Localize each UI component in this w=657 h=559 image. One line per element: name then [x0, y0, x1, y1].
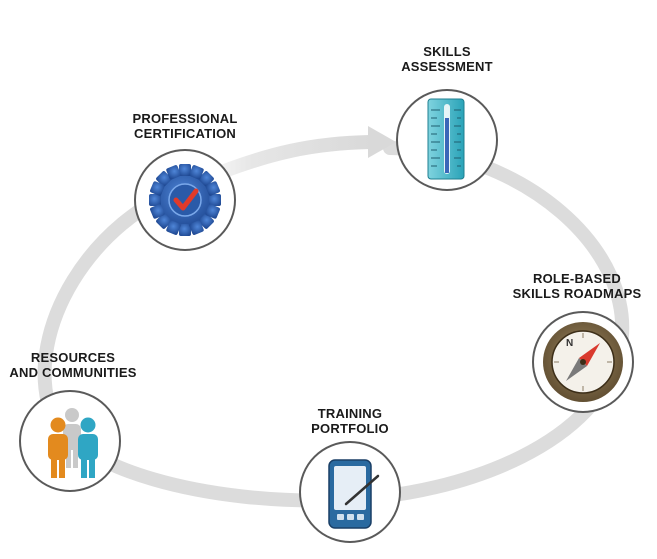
svg-text:N: N [566, 338, 573, 349]
skills-assessment-label: SKILLS ASSESSMENT [387, 44, 507, 74]
checkmark-icon [173, 188, 199, 211]
training-portfolio-label: TRAINING PORTFOLIO [290, 406, 410, 436]
resources-and-communities-label-line-1: RESOURCES [30, 350, 116, 365]
role-based-skills-roadmaps-label: ROLE-BASED SKILLS ROADMAPS [502, 271, 652, 301]
resources-and-communities-node[interactable] [19, 390, 121, 492]
skills-assessment-label-line-1: SKILLS [423, 44, 471, 59]
resources-and-communities-label-line-2: AND COMMUNITIES [9, 365, 137, 380]
gear-checkmark-icon [149, 164, 221, 236]
people-group-icon [48, 408, 98, 478]
role-based-skills-roadmaps-node[interactable]: N [532, 311, 634, 413]
professional-certification-label-line-1: PROFESSIONAL [132, 111, 238, 126]
pda-device-icon [328, 459, 380, 529]
thermometer-gauge-icon [427, 98, 465, 180]
role-based-skills-roadmaps-label-line-2: SKILLS ROADMAPS [512, 286, 642, 301]
compass-icon: N [543, 322, 623, 402]
professional-certification-label-line-2: CERTIFICATION [133, 126, 237, 141]
training-portfolio-label-line-2: PORTFOLIO [311, 421, 389, 436]
training-portfolio-label-line-1: TRAINING [317, 406, 383, 421]
skills-assessment-node[interactable] [396, 89, 498, 191]
resources-and-communities-label: RESOURCES AND COMMUNITIES [0, 350, 146, 380]
skills-assessment-label-line-2: ASSESSMENT [401, 59, 493, 74]
professional-certification-label: PROFESSIONAL CERTIFICATION [110, 111, 260, 141]
professional-certification-node[interactable] [134, 149, 236, 251]
cycle-arrowhead [368, 126, 396, 158]
stylus-icon [344, 474, 380, 506]
role-based-skills-roadmaps-label-line-1: ROLE-BASED [533, 271, 621, 286]
training-portfolio-node[interactable] [299, 441, 401, 543]
